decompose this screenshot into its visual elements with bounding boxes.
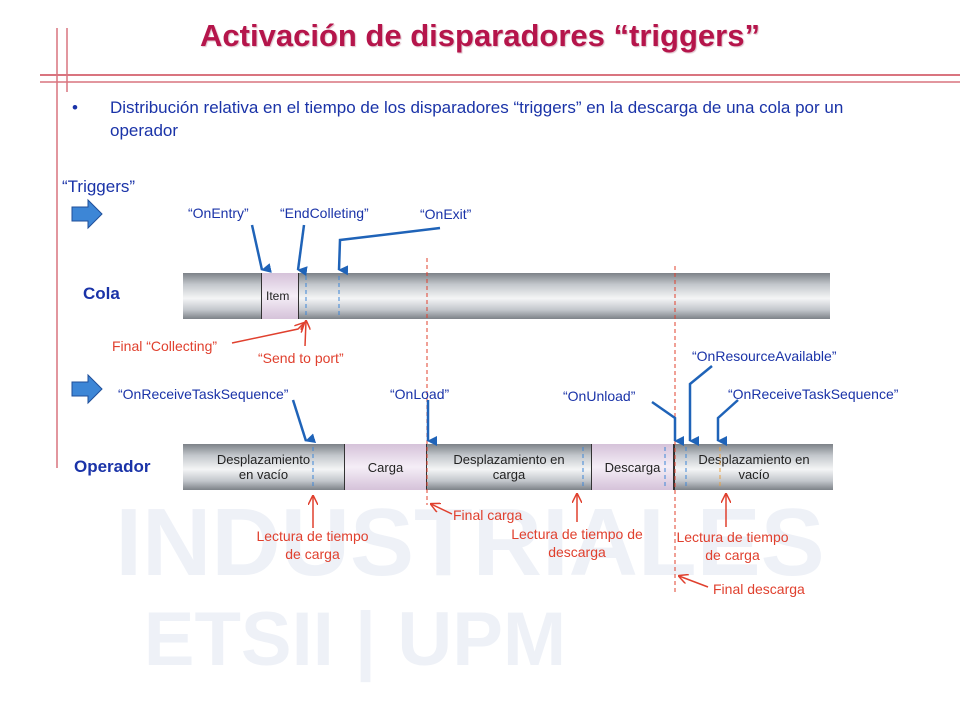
bullet-text: • Distribución relativa en el tiempo de … [72,96,882,142]
watermark-line2: ETSII | UPM [144,597,566,683]
operador-heading: Operador [74,457,151,476]
operador-block-arrow [71,373,103,405]
lectura-carga-2-label: Lectura de tiempo de carga [676,529,789,563]
on-receive-1-label: “OnReceiveTaskSequence” [118,386,289,402]
cola-item-segment: Item [261,273,299,319]
op-seg3-label: Desplazamiento en carga [453,452,565,482]
triggers-heading: “Triggers” [62,177,136,196]
lectura-carga-1-label: Lectura de tiempo de carga [256,528,369,562]
on-resource-available-label: “OnResourceAvailable” [692,348,837,364]
final-carga-label: Final carga [453,507,523,523]
final-collecting-arrow [231,323,304,344]
lectura-descarga-label: Lectura de tiempo de descarga [511,526,643,560]
op-seg-desplazamiento-carga: Desplazamiento en carga [426,444,591,490]
bullet-label: Distribución relativa en el tiempo de lo… [110,98,844,140]
end-colleting-label: “EndColleting” [280,205,369,221]
on-entry-label: “OnEntry” [188,205,249,221]
send-to-port-label: “Send to port” [258,350,344,366]
send-to-port-arrow [305,321,306,347]
on-receive-2-arrow [716,399,739,446]
final-collecting-label: Final “Collecting” [112,338,218,354]
on-load-label: “OnLoad” [390,386,450,402]
op-seg-descarga: Descarga [591,444,674,490]
final-carga-arrow [431,504,453,515]
op-seg-desplazamiento-vacio-2: Desplazamiento en vacío [674,444,833,490]
on-receive-2-label: “OnReceiveTaskSequence” [728,386,899,402]
op-seg1-label: Desplazamiento en vacío [216,452,311,482]
cola-heading: Cola [83,284,120,303]
bullet-dot: • [72,98,78,117]
cola-item-label: Item [266,288,290,303]
op-seg2-label: Carga [367,459,404,475]
on-entry-arrow [250,224,272,273]
cola-bar: Item [183,273,830,319]
op-seg4-label: Descarga [604,459,661,475]
on-exit-label: “OnExit” [420,206,472,222]
on-receive-1-arrow [291,399,317,444]
op-seg-desplazamiento-vacio-1: Desplazamiento en vacío [183,444,344,490]
on-exit-arrow [337,226,441,276]
final-descarga-arrow [679,576,709,588]
final-descarga-label: Final descarga [713,581,805,597]
triggers-block-arrow [71,198,103,230]
page-title: Activación de disparadores “triggers” [200,18,760,53]
op-seg5-label: Desplazamiento en vacío [698,452,810,482]
watermark-line1: INDUSTRIALES [115,489,824,596]
on-unload-label: “OnUnload” [563,388,636,404]
on-unload-arrow [651,400,684,446]
end-colleting-arrow [296,224,308,277]
on-resource-available-arrow [688,365,713,446]
operador-bar: Desplazamiento en vacío Carga Desplazami… [183,444,833,490]
op-seg-carga: Carga [344,444,426,490]
